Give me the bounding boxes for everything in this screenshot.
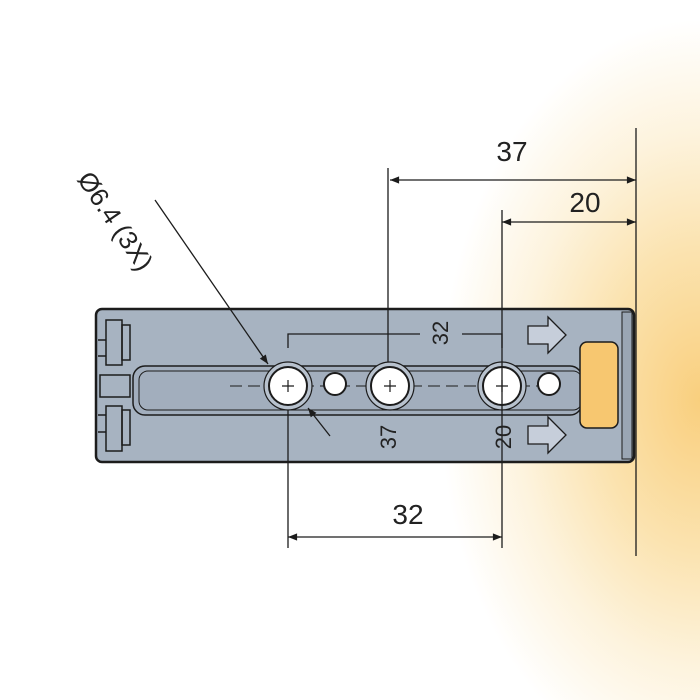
dim-top-20: 20 xyxy=(569,187,600,218)
orange-pad xyxy=(579,341,619,429)
arrow-icons xyxy=(527,315,567,455)
hole-diameter-label: Ø6.4 (3X) xyxy=(72,166,160,276)
dim-inner-20: 20 xyxy=(491,425,516,449)
clip-tabs xyxy=(98,319,131,452)
mounting-plate xyxy=(94,307,636,464)
dimension-lines xyxy=(154,128,637,556)
holes xyxy=(263,361,561,411)
dim-top-37: 37 xyxy=(496,136,527,167)
dim-bottom-32: 32 xyxy=(392,499,423,530)
dim-inner-32: 32 xyxy=(428,321,453,345)
dim-inner-37: 37 xyxy=(376,425,401,449)
